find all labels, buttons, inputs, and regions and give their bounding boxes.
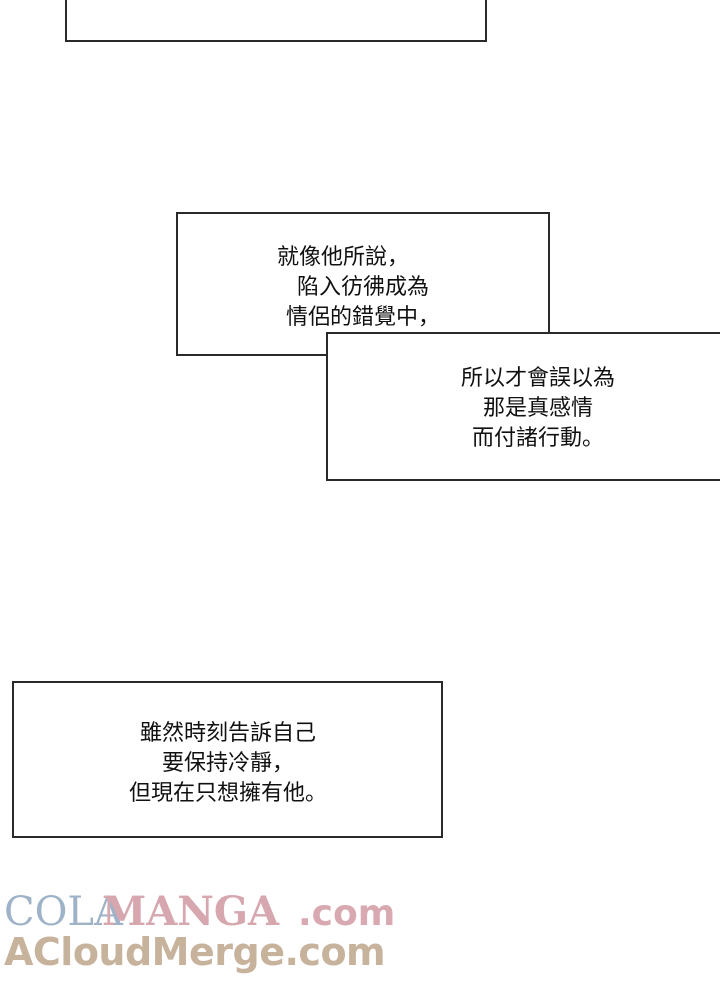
caption-1-line-3: 情侶的錯覺中，	[285, 305, 440, 330]
caption-3-line-1: 雖然時刻告訴自己	[139, 721, 316, 746]
caption-3-line-2: 要保持冷靜，	[161, 751, 294, 776]
caption-3-line-3: 但現在只想擁有他。	[128, 781, 327, 806]
watermark-acloudmerge: ACloudMerge.com	[4, 930, 386, 974]
caption-box-top-partial	[65, 0, 487, 42]
caption-2-line-2: 那是真感情	[482, 396, 593, 421]
watermark-dotcom: .com	[298, 893, 396, 934]
watermark-manga: MANGA	[102, 888, 280, 935]
caption-box-3	[12, 681, 443, 838]
caption-2-line-1: 所以才會誤以為	[460, 366, 615, 391]
watermark-cola: COLA	[4, 889, 123, 935]
caption-1-line-2: 陷入彷彿成為	[296, 275, 429, 300]
caption-2-line-3: 而付諸行動。	[471, 426, 604, 451]
caption-box-2	[326, 332, 720, 481]
caption-1-line-1: 就像他所說，	[276, 245, 409, 270]
